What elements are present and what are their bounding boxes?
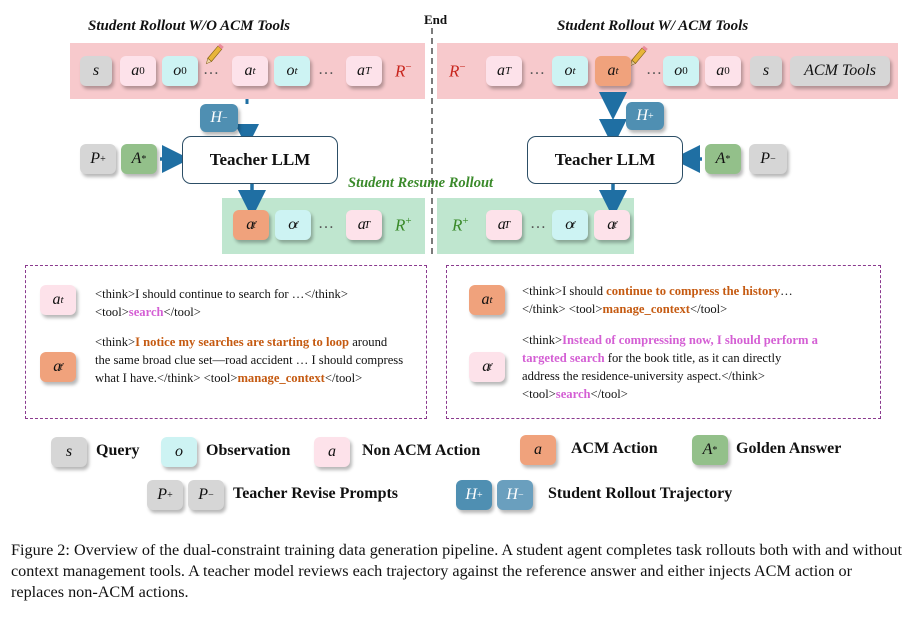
golden-answer-right: A* bbox=[705, 144, 741, 174]
token-at-prime-acm: a′t bbox=[233, 210, 269, 240]
ellipsis: … bbox=[318, 215, 335, 232]
legend-acm-action: ACM Action bbox=[571, 440, 658, 457]
legend-query: Query bbox=[96, 442, 140, 459]
reward-positive-right: R+ bbox=[452, 215, 469, 235]
legend-h-plus-swatch: H+ bbox=[456, 480, 492, 510]
legend-golden-swatch: A* bbox=[692, 435, 728, 465]
legend-query-swatch: s bbox=[51, 437, 87, 467]
token-query: s bbox=[80, 56, 112, 86]
token-ot-prime: o′t bbox=[275, 210, 311, 240]
figure-caption: Figure 2: Overview of the dual-constrain… bbox=[11, 541, 903, 601]
resume-rollout-label: Student Resume Rollout bbox=[348, 175, 494, 191]
token-at-prime: a′t bbox=[594, 210, 630, 240]
legend-observation-swatch: o bbox=[161, 437, 197, 467]
legend-golden-answer: Golden Answer bbox=[736, 440, 842, 457]
example-token-at-prime: a′t bbox=[469, 352, 505, 382]
legend-student-rollout-trajectory: Student Rollout Trajectory bbox=[548, 485, 733, 502]
teacher-llm-right: Teacher LLM bbox=[527, 136, 683, 184]
end-label: End bbox=[424, 12, 448, 27]
ellipsis: … bbox=[318, 61, 335, 78]
left-example-2-text: <think>I notice my searches are starting… bbox=[95, 335, 404, 385]
legend-teacher-revise-prompts: Teacher Revise Prompts bbox=[233, 485, 399, 502]
left-section-title: Student Rollout W/O ACM Tools bbox=[88, 18, 291, 34]
legend-h-minus-swatch: H− bbox=[497, 480, 533, 510]
legend-acm-swatch: a bbox=[520, 435, 556, 465]
example-token-at-prime: a′t bbox=[40, 352, 76, 382]
legend-p-plus-swatch: P+ bbox=[147, 480, 183, 510]
reward-negative-right: R− bbox=[449, 61, 466, 81]
trajectory-h-plus: H+ bbox=[626, 102, 664, 130]
right-example-box bbox=[446, 265, 881, 419]
right-section-title: Student Rollout W/ ACM Tools bbox=[557, 18, 749, 34]
token-query: s bbox=[750, 56, 782, 86]
left-example-box bbox=[25, 265, 427, 419]
ellipsis: … bbox=[646, 61, 663, 78]
legend-observation: Observation bbox=[206, 442, 291, 459]
pencil-icon-right bbox=[630, 45, 648, 67]
ellipsis: … bbox=[203, 61, 220, 78]
token-ot-prime: o′t bbox=[552, 210, 588, 240]
legend-non-acm-action: Non ACM Action bbox=[362, 442, 481, 459]
ellipsis: … bbox=[530, 215, 547, 232]
reward-positive-left: R+ bbox=[395, 215, 412, 235]
reward-negative-left: R− bbox=[395, 61, 412, 81]
trajectory-h-minus: H− bbox=[200, 104, 238, 132]
legend-p-minus-swatch: P− bbox=[188, 480, 224, 510]
ellipsis: … bbox=[529, 61, 546, 78]
prompt-p-minus-right: P− bbox=[749, 144, 787, 174]
right-example-1-text: <think>I should continue to compress the… bbox=[522, 284, 793, 316]
token-acm-tools: ACM Tools bbox=[790, 56, 890, 86]
golden-answer-left: A* bbox=[121, 144, 157, 174]
legend-non-acm-swatch: a bbox=[314, 437, 350, 467]
left-example-1-text: <think>I should continue to search for …… bbox=[95, 287, 348, 319]
token-aT-prime: a′T bbox=[486, 210, 522, 240]
teacher-llm-left: Teacher LLM bbox=[182, 136, 338, 184]
pencil-icon-left bbox=[206, 43, 224, 65]
right-example-2-text: <think>Instead of compressing now, I sho… bbox=[522, 333, 818, 401]
token-aT-prime: a′T bbox=[346, 210, 382, 240]
prompt-p-plus-left: P+ bbox=[80, 144, 116, 174]
